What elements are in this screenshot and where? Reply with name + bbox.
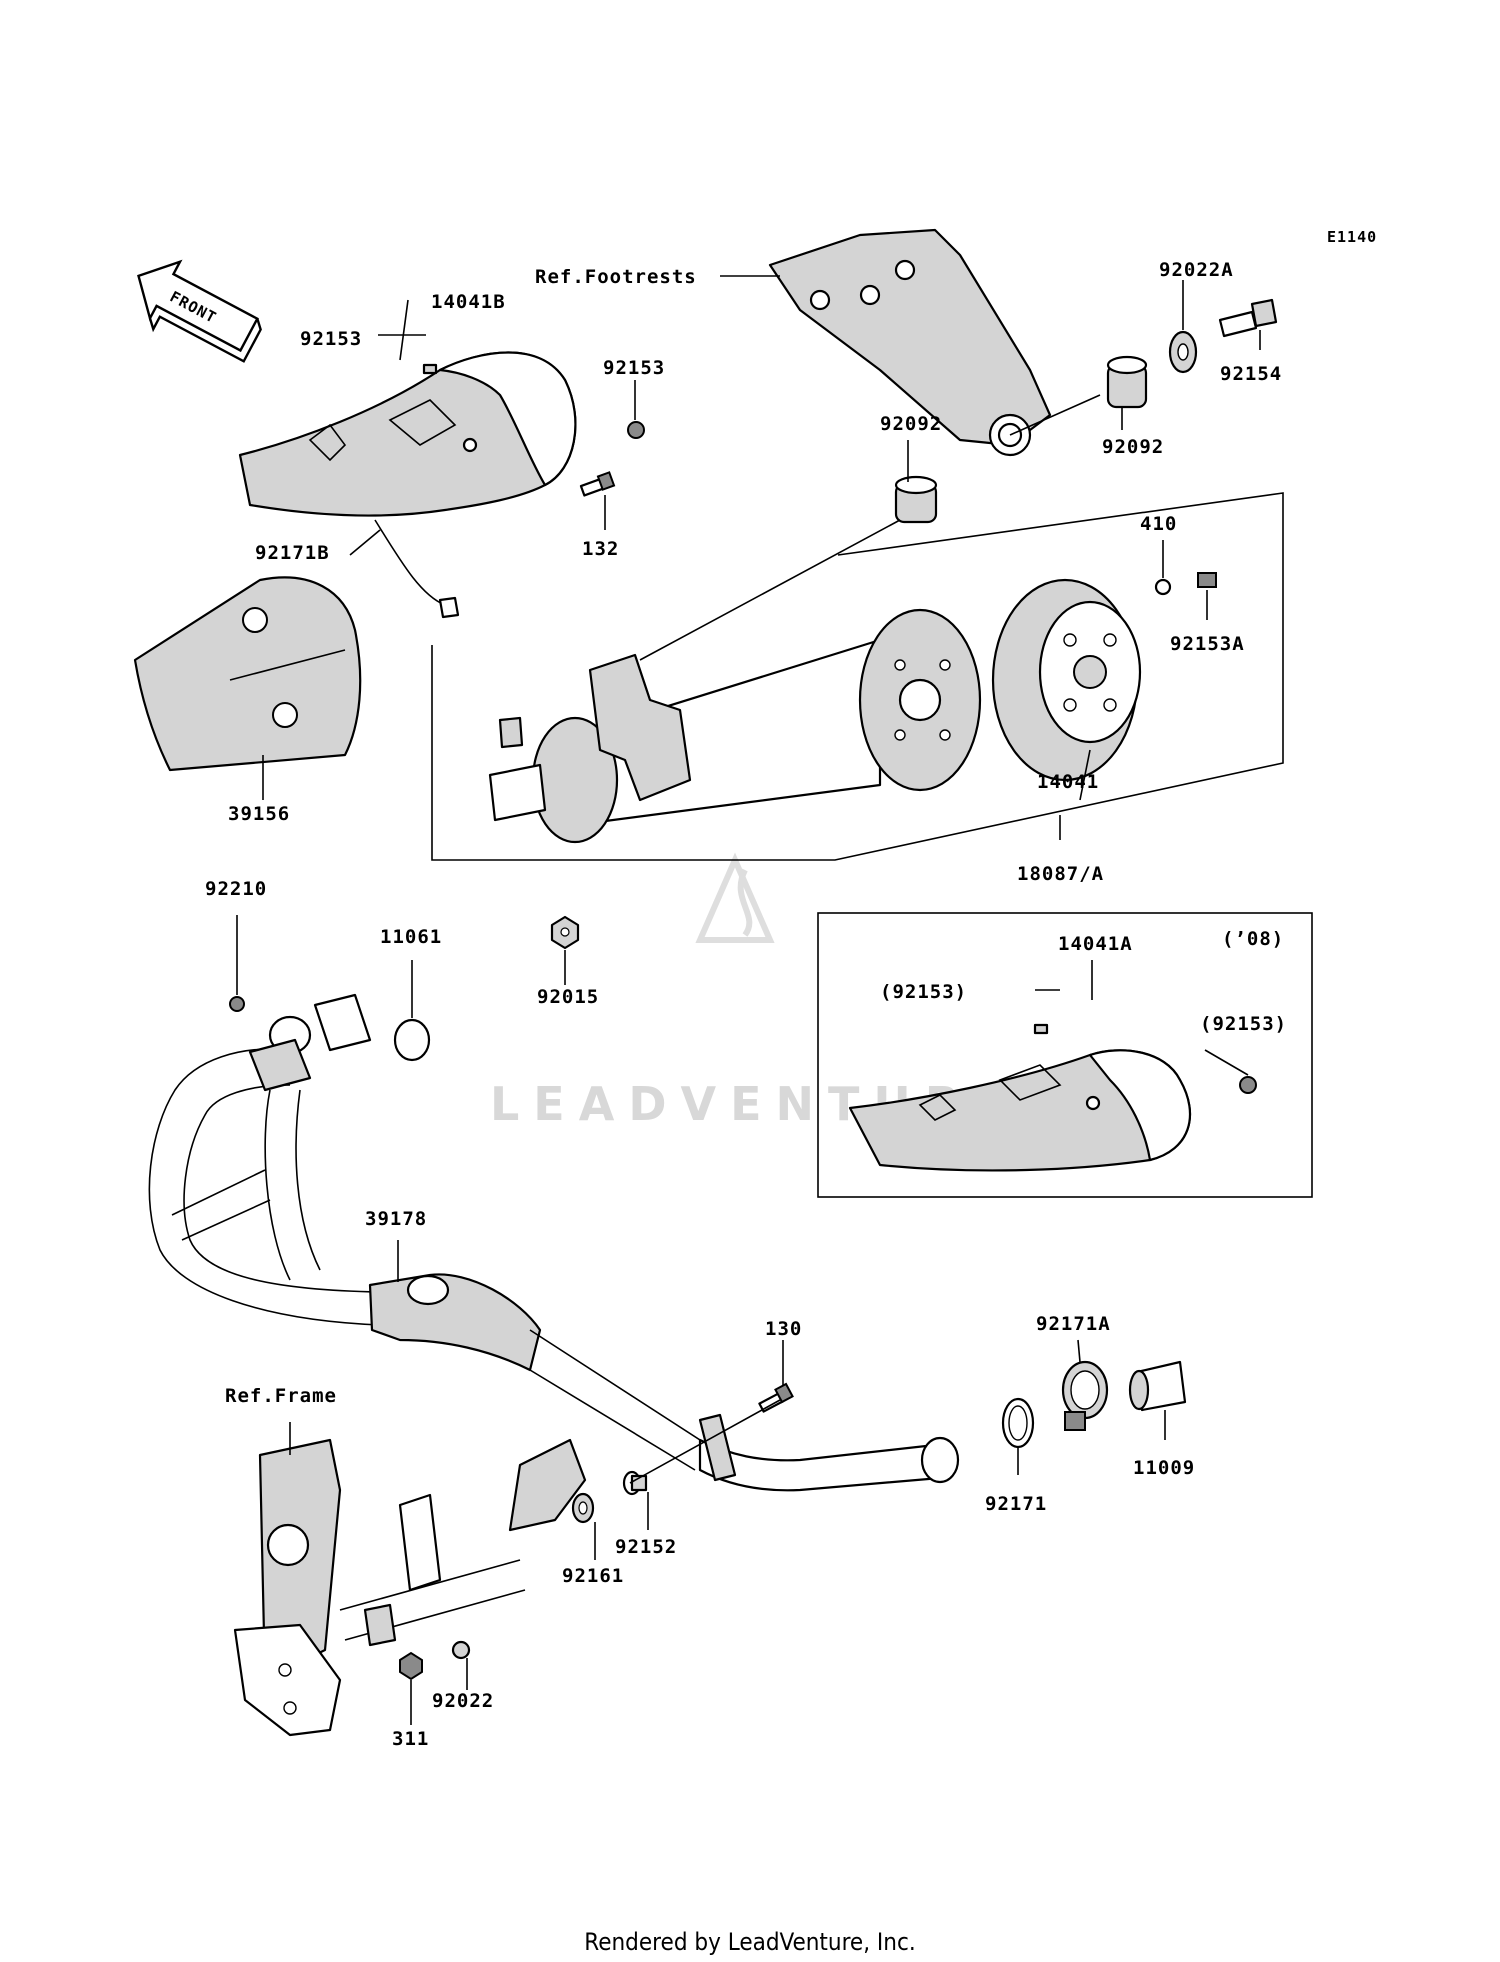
clamp-92171a <box>1061 1360 1109 1431</box>
label-11009: 11009 <box>1133 1457 1195 1479</box>
label-18087a: 18087/A <box>1017 863 1104 885</box>
label-92153a: 92153A <box>1170 633 1245 655</box>
label-92015: 92015 <box>537 986 599 1008</box>
label-92092-left: 92092 <box>880 413 942 435</box>
ref-frame-label: Ref.Frame <box>225 1385 337 1407</box>
screw-92153a <box>1197 572 1217 588</box>
muffler-18087a <box>488 608 982 844</box>
label-14041: 14041 <box>1037 771 1099 793</box>
ref-footrests-label: Ref.Footrests <box>535 266 697 288</box>
nut-inset-right <box>1239 1076 1257 1094</box>
strap-92171b <box>374 519 446 606</box>
heat-cover-14041a <box>848 1049 1192 1172</box>
sleeve-11009 <box>1128 1360 1187 1412</box>
nut-92210 <box>229 996 245 1012</box>
exhaust-pipe-39178 <box>148 1048 960 1492</box>
washer-410 <box>1154 578 1172 596</box>
screw-92153-top <box>422 363 438 375</box>
clamp-92171 <box>1001 1397 1035 1449</box>
label-92153-right: 92153 <box>603 357 665 379</box>
front-arrow-icon: FRONT <box>137 259 262 363</box>
strap-clip <box>438 596 460 619</box>
label-311: 311 <box>392 1728 429 1750</box>
label-39156: 39156 <box>228 803 290 825</box>
label-92171: 92171 <box>985 1493 1047 1515</box>
label-14041a: 14041A <box>1058 933 1133 955</box>
label-92092-right: 92092 <box>1102 436 1164 458</box>
grommet-92161 <box>571 1492 595 1524</box>
bolt-132 <box>579 471 616 497</box>
flange-92210-11061 <box>229 993 431 1092</box>
end-cap-14041 <box>991 578 1142 782</box>
label-11061: 11061 <box>380 926 442 948</box>
nut-92153-right <box>627 421 645 439</box>
label-inset-year: (’08) <box>1222 928 1284 950</box>
footer-credit: Rendered by LeadVenture, Inc. <box>584 1928 915 1956</box>
gasket-11061 <box>393 1018 431 1062</box>
label-92154: 92154 <box>1220 363 1282 385</box>
heat-cover-14041b <box>238 351 577 517</box>
label-132: 132 <box>582 538 619 560</box>
frame-section <box>233 1438 587 1737</box>
diagram-code: E1140 <box>1327 228 1377 246</box>
screw-inset-left <box>1033 1023 1049 1035</box>
label-130: 130 <box>765 1318 802 1340</box>
bolt-92154 <box>1218 298 1278 338</box>
grommet-92092-left <box>894 475 938 524</box>
leader-lines <box>236 275 1261 1725</box>
label-92153-inset-left: (92153) <box>880 981 967 1003</box>
washer-92022 <box>451 1640 471 1660</box>
label-39178: 39178 <box>365 1208 427 1230</box>
label-92210: 92210 <box>205 878 267 900</box>
label-92152: 92152 <box>615 1536 677 1558</box>
muffler-assembly-box <box>431 492 1284 861</box>
label-92022: 92022 <box>432 1690 494 1712</box>
label-92153-top: 92153 <box>300 328 362 350</box>
heat-guard-39156 <box>133 576 362 772</box>
label-92022a: 92022A <box>1159 259 1234 281</box>
label-14041b: 14041B <box>431 291 506 313</box>
nut-311 <box>399 1651 423 1681</box>
label-92171a: 92171A <box>1036 1313 1111 1335</box>
grommet-92092-right <box>1106 355 1148 409</box>
label-92161: 92161 <box>562 1565 624 1587</box>
label-92153-inset-right: (92153) <box>1200 1013 1287 1035</box>
label-410: 410 <box>1140 513 1177 535</box>
label-92171b: 92171B <box>255 542 330 564</box>
inset-box-2008 <box>817 912 1313 1198</box>
bolt-130 <box>758 1382 794 1413</box>
